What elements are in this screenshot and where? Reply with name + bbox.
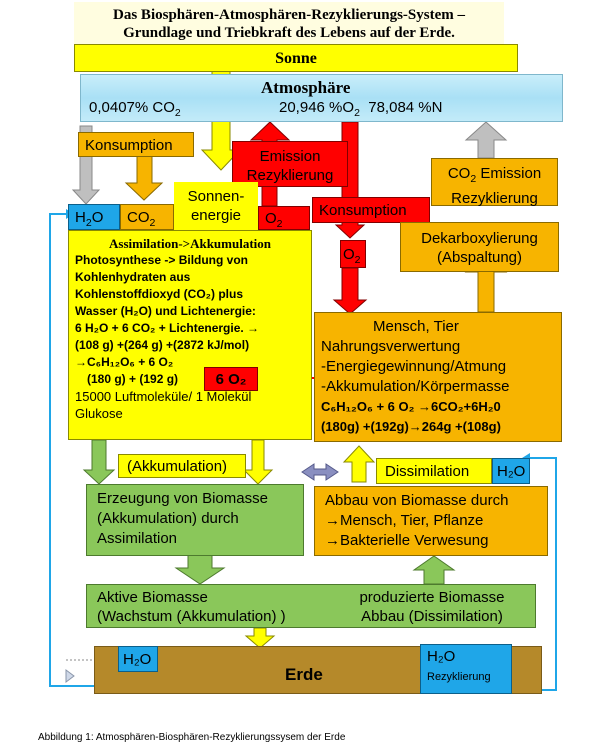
- erzeugung-line: (Akkumulation) durch: [97, 510, 239, 527]
- assimilation-line: 15000 Luftmoleküle/ 1 Molekül: [75, 389, 252, 404]
- dekarboxylierung-box: Dekarboxylierung (Abspaltung): [400, 222, 559, 272]
- erde-label: Erde: [285, 665, 323, 684]
- sonne-box: Sonne: [74, 44, 518, 72]
- co2-percentage: 0,0407% CO2: [89, 99, 181, 119]
- konsumption-red-label: Konsumption: [319, 202, 407, 219]
- rezyklierung-small-label: Rezyklierung: [427, 671, 491, 683]
- mensch-line: -Akkumulation/Körpermasse: [321, 378, 510, 395]
- produzierte-biomasse: produzierte Biomasse Abbau (Dissimilatio…: [359, 589, 505, 625]
- abbau-line: →Bakterielle Verwesung: [325, 532, 489, 549]
- assimilation-line: (180 g) + (192 g): [87, 372, 179, 386]
- co2-box: CO2: [120, 204, 174, 230]
- mensch-line: Nahrungsverwertung: [321, 338, 461, 355]
- h2o-erde-right-box: H₂O Rezyklierung: [420, 644, 512, 694]
- assimilation-line: 6 H₂O + 6 CO₂ + Lichtenergie. →: [75, 321, 260, 335]
- h2o-right-box: H₂O: [492, 458, 530, 484]
- co2-emission-line-2: Rezyklierung: [451, 190, 538, 207]
- erzeugung-box: Erzeugung von Biomasse (Akkumulation) du…: [86, 484, 304, 556]
- sonne-label: Sonne: [275, 50, 317, 67]
- arrow-yellow-down: [242, 439, 274, 485]
- o2-small-box: O2: [340, 240, 366, 268]
- assimilation-line: Kohlenstoffdioxyd (CO₂) plus: [75, 287, 243, 301]
- arrow-green-up: [412, 555, 456, 585]
- dissimilation-box: Dissimilation: [376, 458, 492, 484]
- assimilation-line: Wasser (H₂O) und Lichtenergie:: [75, 304, 256, 318]
- emission-line-1: Emission: [259, 148, 321, 165]
- h2o-box: H2O: [68, 204, 120, 230]
- h2o-erde-right-label: H₂O: [427, 648, 456, 665]
- assimilation-line: Kohlenhydraten aus: [75, 270, 191, 284]
- dekarboxylierung-line-2: (Abspaltung): [436, 249, 523, 266]
- title-line-1: Das Biosphären-Atmosphären-Rezyklierungs…: [113, 7, 465, 23]
- akkumulation-box: (Akkumulation): [118, 454, 246, 478]
- mensch-line: -Energiegewinnung/Atmung: [321, 358, 507, 375]
- mensch-line: (180g) +(192g)→264g +(108g): [321, 419, 501, 434]
- konsumption-red-box: Konsumption: [312, 197, 430, 223]
- arrow-yellow-up: [342, 445, 376, 483]
- title-line-2: Grundlage und Triebkraft des Lebens auf …: [123, 25, 455, 41]
- emission-box: Emission Rezyklierung: [232, 141, 348, 187]
- arrow-double-grey: [301, 463, 339, 481]
- six-o2-box: 6 O₂: [204, 367, 258, 391]
- biomasse-box: Aktive Biomasse (Wachstum (Akkumulation)…: [86, 584, 536, 628]
- arrow-red-down-2: [332, 267, 368, 315]
- mensch-line: Mensch, Tier: [373, 318, 459, 335]
- konsumption-left-label: Konsumption: [85, 137, 173, 154]
- abbau-box: Abbau von Biomasse durch →Mensch, Tier, …: [314, 486, 548, 556]
- sonnenenergie-line-2: energie: [190, 207, 242, 224]
- arrow-yellow-down-erde: [244, 627, 276, 649]
- assimilation-line: Photosynthese -> Bildung von: [75, 253, 249, 267]
- arrow-konsumption-down: [124, 151, 164, 201]
- assimilation-heading: Assimilation->Akkumulation: [109, 236, 271, 251]
- figure-caption: Abbildung 1: Atmosphären-Biosphären-Rezy…: [38, 732, 346, 743]
- co2-emission-box: CO2 Emission Rezyklierung: [431, 158, 558, 207]
- aktive-biomasse: Aktive Biomasse (Wachstum (Akkumulation)…: [97, 589, 286, 625]
- grey-small-arrow: [65, 669, 75, 683]
- abbau-line: Abbau von Biomasse durch: [325, 492, 509, 509]
- assimilation-line: →C₆H₁₂O₆ + 6 O₂: [75, 355, 174, 369]
- konsumption-left-box: Konsumption: [78, 132, 194, 157]
- assimilation-line: (108 g) +(264 g) +(2872 kJ/mol): [75, 338, 250, 352]
- sonnenenergie-line-1: Sonnen-: [187, 188, 245, 205]
- arrow-green-down-1: [82, 439, 116, 485]
- o2-red-box: O2: [258, 206, 310, 230]
- erzeugung-line: Erzeugung von Biomasse: [97, 490, 268, 507]
- atmosphaere-label: Atmosphäre: [261, 78, 351, 97]
- sonnenenergie-box: Sonnen- energie: [174, 182, 258, 230]
- assimilation-box: Assimilation->Akkumulation Photosynthese…: [68, 230, 312, 440]
- emission-line-2: Rezyklierung: [246, 167, 334, 184]
- assimilation-line: Glukose: [75, 406, 123, 421]
- arrow-grey-up-co2: [464, 121, 508, 159]
- arrow-green-down-2: [174, 554, 226, 585]
- atmosphaere-box: Atmosphäre 0,0407% CO2 20,946 %O2 78,084…: [80, 74, 563, 122]
- mensch-line: C₆H₁₂O₆ + 6 O₂ →6CO₂+6H₂0: [321, 399, 501, 414]
- erzeugung-line: Assimilation: [97, 530, 178, 547]
- o2-n-percentage: 20,946 %O2 78,084 %N: [279, 99, 443, 119]
- title-box: Das Biosphären-Atmosphären-Rezyklierungs…: [74, 2, 504, 44]
- h2o-erde-left-box: H₂O: [118, 646, 158, 672]
- dekarboxylierung-line-1: Dekarboxylierung: [421, 230, 538, 247]
- mensch-box: Mensch, Tier Nahrungsverwertung -Energie…: [314, 312, 562, 442]
- co2-emission-line-1: CO2 Emission: [447, 165, 542, 185]
- abbau-line: →Mensch, Tier, Pflanze: [325, 512, 484, 529]
- water-cycle-line-left: [49, 213, 96, 687]
